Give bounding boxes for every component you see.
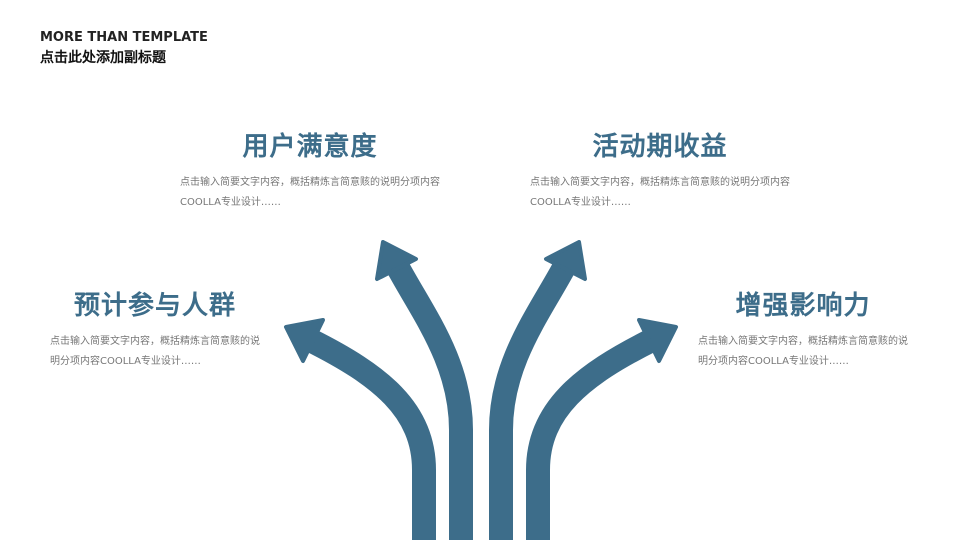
arrow-midleft-stem xyxy=(384,256,473,540)
arrow-left-stem xyxy=(304,329,436,540)
arrow-midleft-head xyxy=(375,240,418,281)
item-title: 预计参与人群 xyxy=(73,291,236,321)
item-desc: 点击输入简要文字内容，概括精炼言简意赅的说明分项内容COOLLA专业设计…… xyxy=(698,336,908,367)
item-activity-revenue: 活动期收益 点击输入简要文字内容，概括精炼言简意赅的说明分项内容COOLLA专业… xyxy=(530,126,790,213)
item-expected-audience: 预计参与人群 点击输入简要文字内容，概括精炼言简意赅的说明分项内容COOLLA专… xyxy=(50,285,260,372)
item-user-satisfaction: 用户满意度 点击输入简要文字内容，概括精炼言简意赅的说明分项内容COOLLA专业… xyxy=(180,126,440,213)
arrow-right-head xyxy=(637,318,678,363)
header-title: MORE THAN TEMPLATE xyxy=(40,30,208,45)
item-title: 活动期收益 xyxy=(592,132,728,162)
item-title: 增强影响力 xyxy=(735,291,871,321)
item-desc: 点击输入简要文字内容，概括精炼言简意赅的说明分项内容COOLLA专业设计…… xyxy=(180,177,440,208)
arrow-midright-stem xyxy=(489,256,578,540)
item-influence: 增强影响力 点击输入简要文字内容，概括精炼言简意赅的说明分项内容COOLLA专业… xyxy=(698,285,908,372)
arrow-midright-head xyxy=(544,240,587,281)
header-subtitle: 点击此处添加副标题 xyxy=(40,50,166,66)
arrow-left-head xyxy=(284,318,325,363)
item-title: 用户满意度 xyxy=(242,132,378,162)
arrow-right-stem xyxy=(526,329,658,540)
item-desc: 点击输入简要文字内容，概括精炼言简意赅的说明分项内容COOLLA专业设计…… xyxy=(530,177,790,208)
item-desc: 点击输入简要文字内容，概括精炼言简意赅的说明分项内容COOLLA专业设计…… xyxy=(50,336,260,367)
